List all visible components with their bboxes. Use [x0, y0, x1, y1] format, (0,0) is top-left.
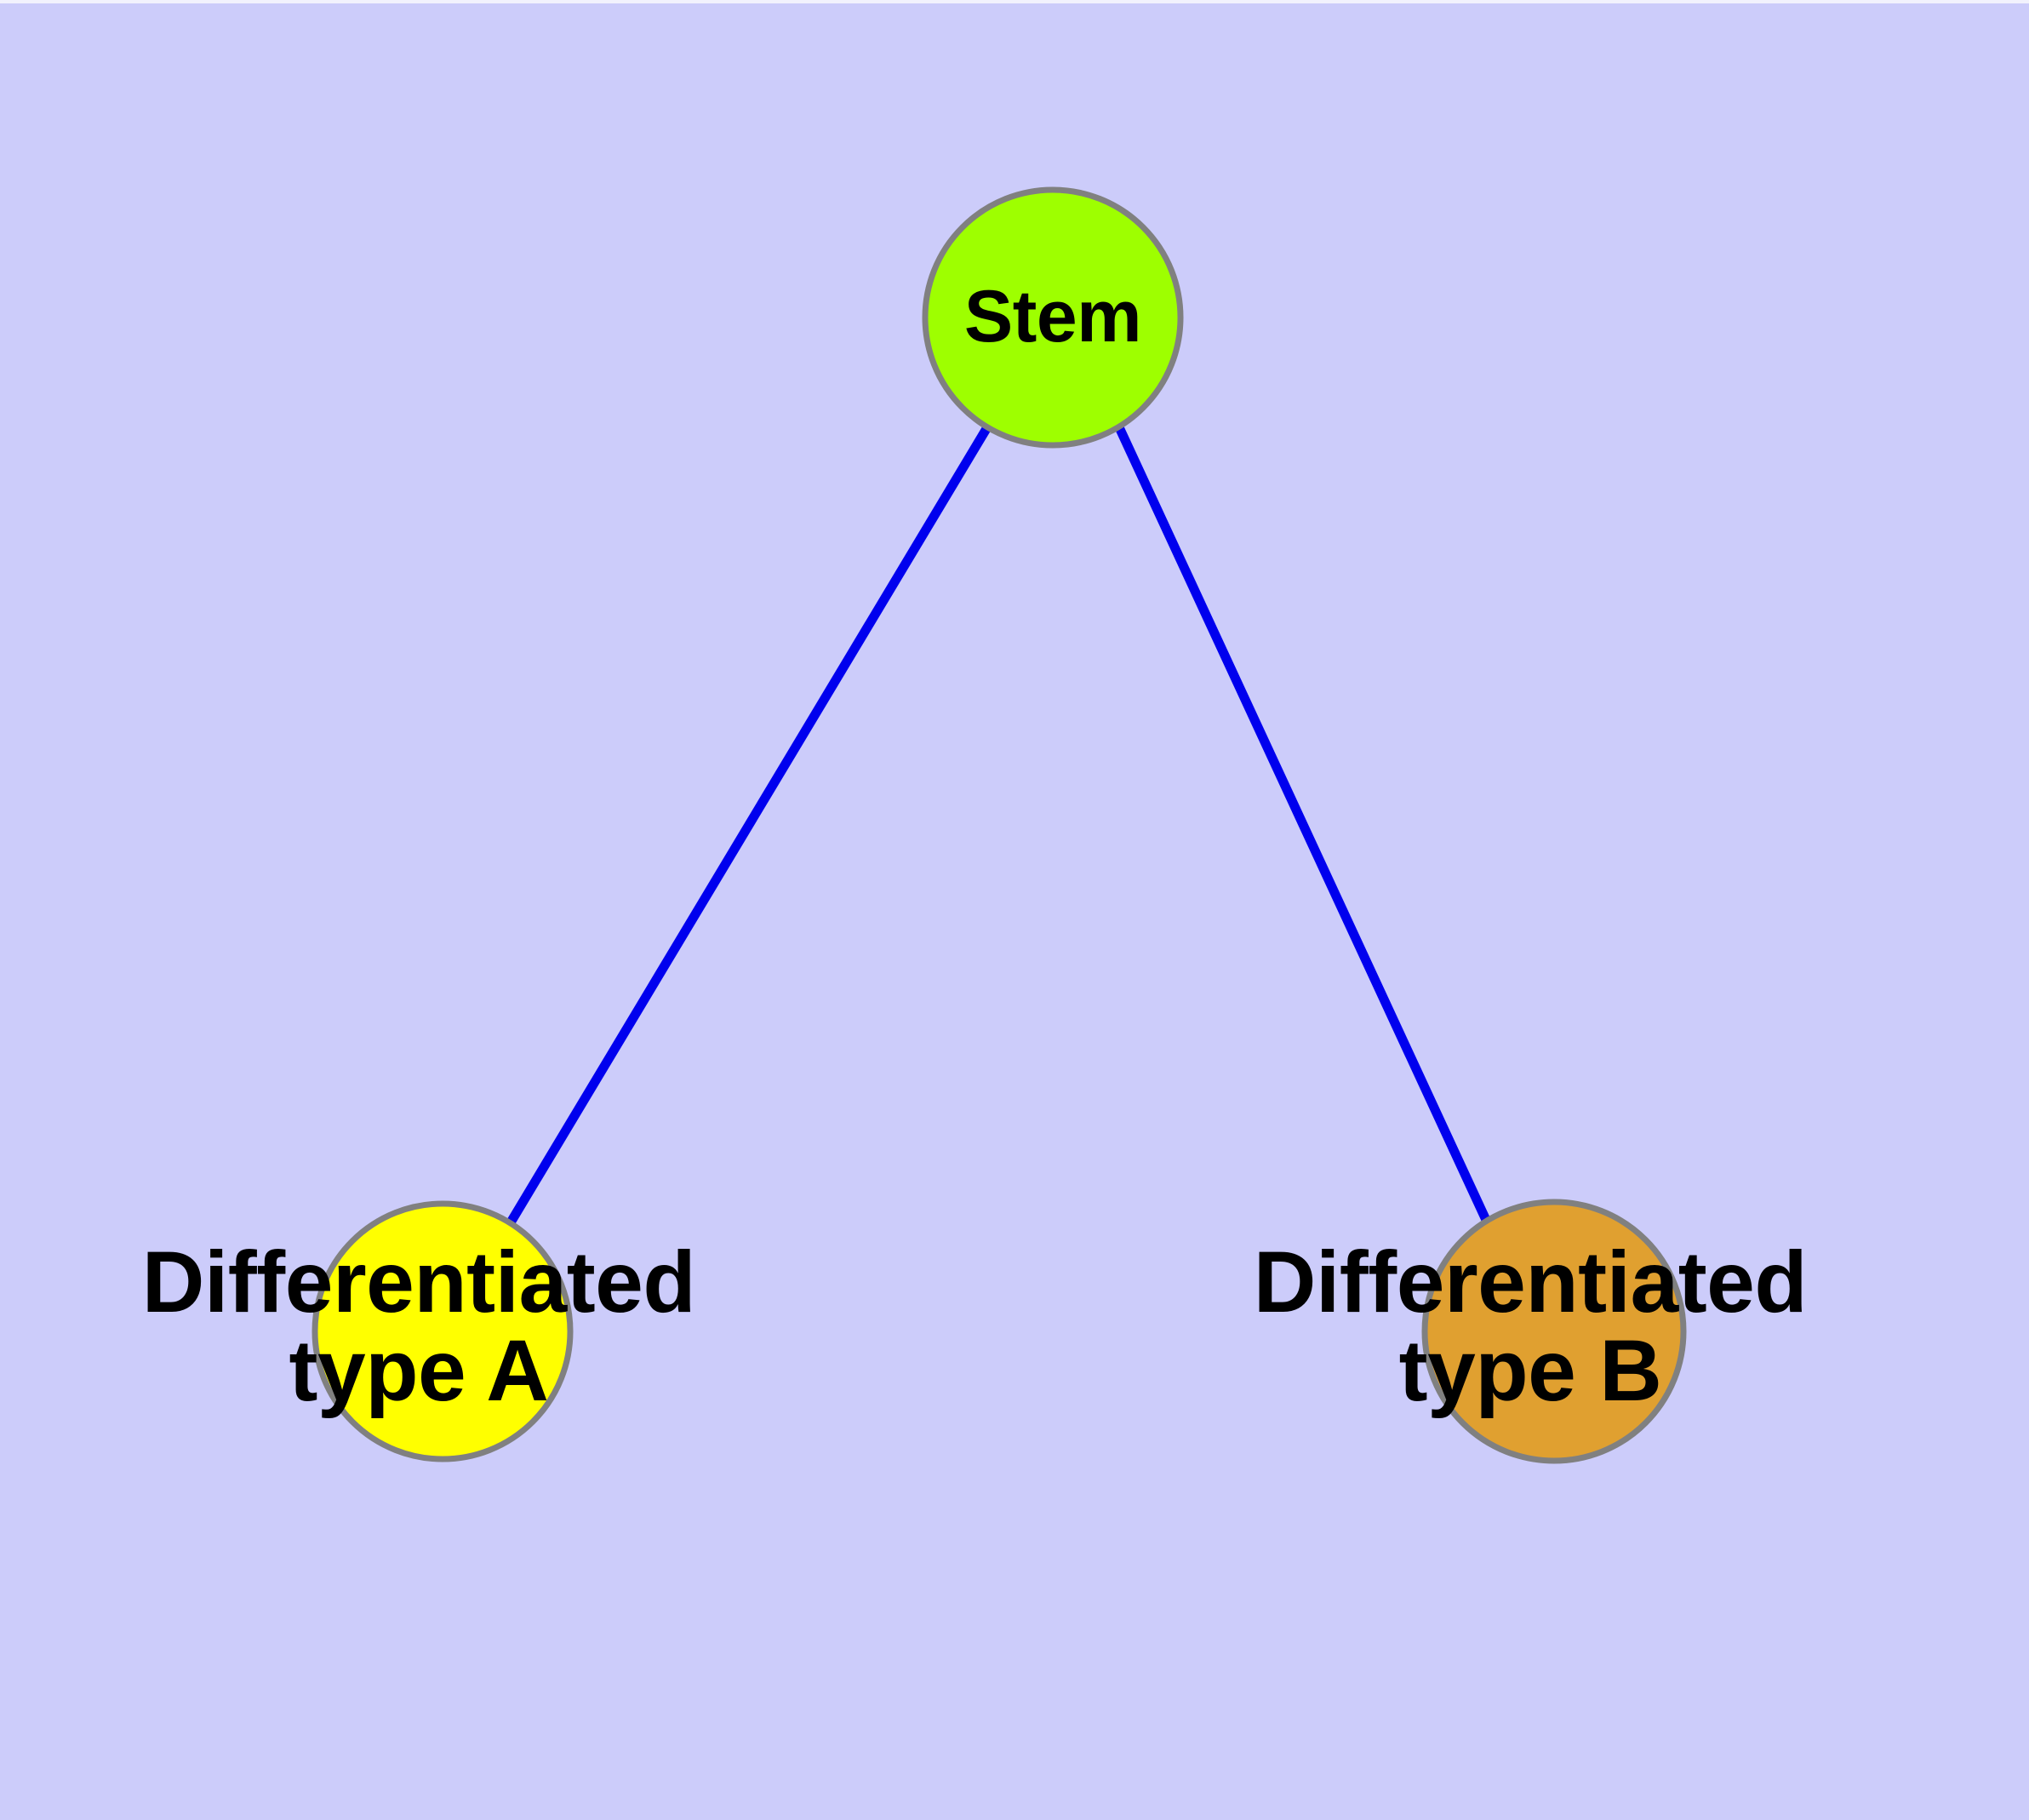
node-stem[interactable] — [922, 186, 1184, 449]
edge-stem-to-type-a — [506, 425, 992, 1225]
node-diff-type-a[interactable] — [311, 1200, 574, 1462]
node-layer — [311, 186, 1687, 1464]
edge-layer — [506, 425, 1495, 1233]
edge-stem-to-type-b — [1115, 425, 1495, 1233]
canvas-top-border — [0, 0, 2029, 3]
node-diff-type-b[interactable] — [1421, 1199, 1687, 1464]
